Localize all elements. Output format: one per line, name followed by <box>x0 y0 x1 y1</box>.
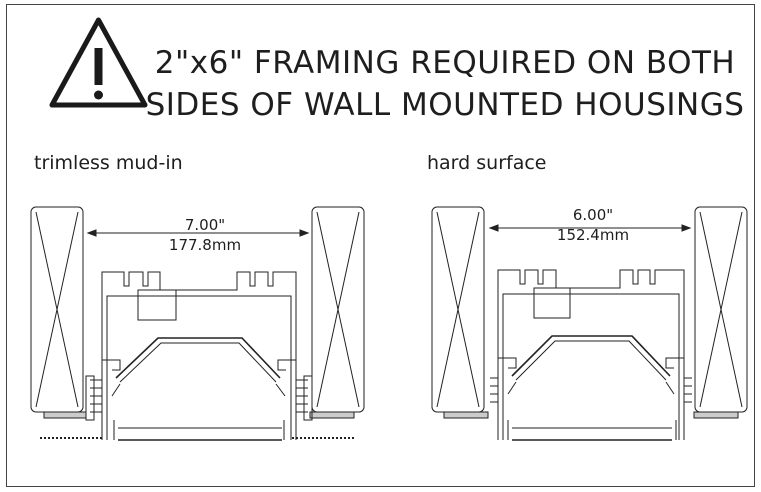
left-stud-b <box>309 206 365 419</box>
trimless-mud-in-label: trimless mud-in <box>34 152 183 174</box>
trimless-dimension: 7.00" 177.8mm <box>150 215 260 255</box>
hard-surface-dimension-mm: 152.4mm <box>556 226 630 244</box>
right-stud-a <box>431 206 489 419</box>
trimless-dimension-inches: 7.00" <box>184 216 226 234</box>
warning-title-line-1: 2"x6" FRAMING REQUIRED ON BOTH <box>154 45 736 81</box>
hard-surface-dimension-inches: 6.00" <box>572 206 614 224</box>
trimless-dimension-mm: 177.8mm <box>168 236 242 254</box>
warning-title: 2"x6" FRAMING REQUIRED ON BOTH SIDES OF … <box>145 42 745 126</box>
hard-surface-label: hard surface <box>427 152 547 174</box>
drawing-frame <box>6 4 755 487</box>
right-stud-b <box>693 206 748 419</box>
hard-surface-dimension: 6.00" 152.4mm <box>538 205 648 245</box>
warning-title-line-2: SIDES OF WALL MOUNTED HOUSINGS <box>145 87 745 123</box>
